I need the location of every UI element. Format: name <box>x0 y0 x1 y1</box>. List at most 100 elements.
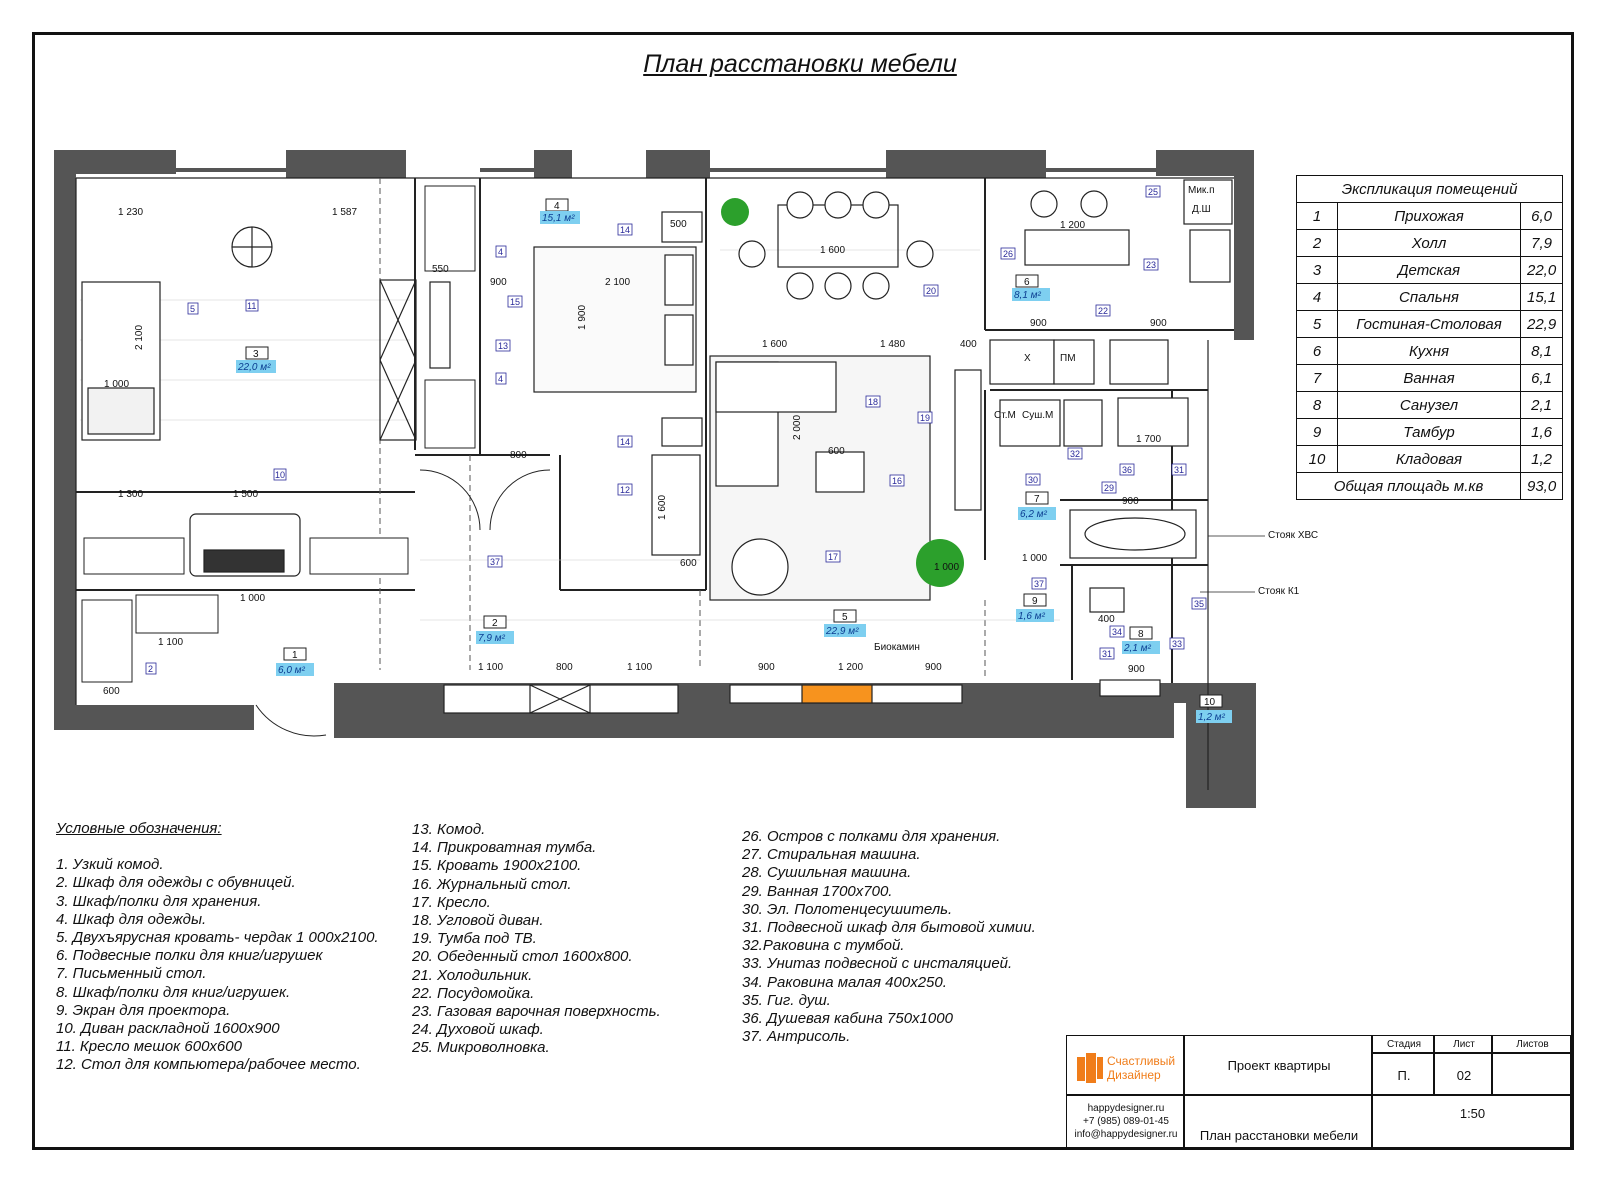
legend-item: 3. Шкаф/полки для хранения. <box>56 892 262 910</box>
brand-cell: Счастливый Дизайнер <box>1066 1035 1184 1095</box>
svg-text:7: 7 <box>1034 494 1040 505</box>
stage-value: П. <box>1397 1068 1411 1083</box>
svg-text:1 600: 1 600 <box>762 339 787 350</box>
svg-text:26: 26 <box>1003 249 1013 259</box>
project-cell: Проект квартиры <box>1184 1035 1372 1095</box>
legend-item: 4. Шкаф для одежды. <box>56 910 207 928</box>
legend-item: 25. Микроволновка. <box>412 1039 550 1057</box>
legend-item: 30. Эл. Полотенцесушитель. <box>742 900 953 918</box>
svg-text:1 300: 1 300 <box>118 489 143 500</box>
svg-text:1 900: 1 900 <box>577 305 588 330</box>
svg-text:18: 18 <box>868 397 878 407</box>
svg-text:6: 6 <box>1024 277 1030 288</box>
svg-text:1 230: 1 230 <box>118 207 143 218</box>
svg-text:2,1 м²: 2,1 м² <box>1123 643 1152 654</box>
svg-text:6,0 м²: 6,0 м² <box>278 665 306 676</box>
svg-text:900: 900 <box>1030 318 1047 329</box>
svg-text:23: 23 <box>1146 260 1156 270</box>
svg-text:22,0 м²: 22,0 м² <box>237 362 271 373</box>
svg-text:1,6 м²: 1,6 м² <box>1018 611 1046 622</box>
svg-text:Д.Ш: Д.Ш <box>1192 204 1211 215</box>
legend-item: 13. Комод. <box>412 821 486 838</box>
brand-name-line2: Дизайнер <box>1107 1068 1161 1082</box>
legend-item: 9. Экран для проектора. <box>56 1001 231 1019</box>
svg-text:32: 32 <box>1070 449 1080 459</box>
contacts-cell: happydesigner.ru +7 (985) 089-01-45 info… <box>1066 1095 1184 1150</box>
svg-text:1 587: 1 587 <box>332 207 357 218</box>
legend-item: 11. Кресло мешок 600х600 <box>56 1038 242 1056</box>
svg-text:13: 13 <box>498 341 508 351</box>
svg-text:1 600: 1 600 <box>820 245 845 256</box>
legend-item: 2. Шкаф для одежды с обувницей. <box>56 874 296 892</box>
svg-text:9: 9 <box>1032 596 1038 607</box>
dimension-labels: 1 230 1 587 2 100 1 000 1 300 1 500 1 00… <box>103 207 1167 697</box>
svg-text:1 000: 1 000 <box>240 593 265 604</box>
svg-text:19: 19 <box>920 413 930 423</box>
svg-text:900: 900 <box>1128 664 1145 675</box>
brand-name-line1: Счастливый <box>1107 1054 1176 1068</box>
svg-text:1 200: 1 200 <box>838 662 863 673</box>
svg-text:600: 600 <box>828 446 845 457</box>
drawing-title: План расстановки мебели <box>643 50 957 78</box>
legend-item: 19. Тумба под ТВ. <box>412 930 537 948</box>
svg-text:1,2 м²: 1,2 м² <box>1198 712 1226 723</box>
svg-text:3: 3 <box>253 349 259 360</box>
brand-logo-icon <box>1077 1053 1103 1083</box>
svg-text:1 500: 1 500 <box>233 489 258 500</box>
svg-text:17: 17 <box>828 552 838 562</box>
legend-item: 20. Обеденный стол 1600х800. <box>412 948 633 966</box>
svg-text:37: 37 <box>490 557 500 567</box>
svg-text:30: 30 <box>1028 475 1038 485</box>
svg-text:2 100: 2 100 <box>605 277 630 288</box>
svg-text:35: 35 <box>1194 599 1204 609</box>
svg-text:36: 36 <box>1122 465 1132 475</box>
svg-text:22,9 м²: 22,9 м² <box>825 626 859 637</box>
legend-item: 14. Прикроватная тумба. <box>412 839 597 857</box>
scale-value: 1:50 <box>1459 1106 1486 1121</box>
drawing-name: План расстановки мебели <box>1199 1128 1359 1143</box>
legend-item: 16. Журнальный стол. <box>412 875 572 893</box>
email-link[interactable]: info@happydesigner.ru <box>1074 1129 1178 1140</box>
svg-text:Суш.М: Суш.М <box>1022 410 1053 421</box>
legend-item: 8. Шкаф/полки для книг/игрушек. <box>56 983 291 1001</box>
svg-text:1 700: 1 700 <box>1136 434 1161 445</box>
svg-text:16: 16 <box>892 476 902 486</box>
svg-text:29: 29 <box>1104 483 1114 493</box>
svg-text:1 100: 1 100 <box>478 662 503 673</box>
svg-text:14: 14 <box>620 437 630 447</box>
svg-text:1 000: 1 000 <box>1022 553 1047 564</box>
svg-text:4: 4 <box>498 247 503 257</box>
svg-text:900: 900 <box>1150 318 1167 329</box>
svg-text:800: 800 <box>556 662 573 673</box>
legend-item: 21. Холодильник. <box>412 966 533 984</box>
svg-text:900: 900 <box>1122 496 1139 507</box>
svg-text:2 000: 2 000 <box>792 415 803 440</box>
sheets-header: Листов <box>1516 1039 1549 1050</box>
room-labels: 3 22,0 м² 4 15,1 м² 5 22,9 м² 6 8,1 м² 7… <box>236 198 1232 723</box>
kitchen-furniture <box>989 179 1233 385</box>
svg-text:ПМ: ПМ <box>1060 353 1076 364</box>
svg-text:400: 400 <box>960 339 977 350</box>
site-link[interactable]: happydesigner.ru <box>1087 1103 1165 1114</box>
svg-text:900: 900 <box>758 662 775 673</box>
legend-item: 22. Посудомойка. <box>412 984 535 1002</box>
legend-item: 12. Стол для компьютера/рабочее место. <box>56 1056 361 1074</box>
legend-item: 28. Сушильная машина. <box>742 864 912 882</box>
svg-text:800: 800 <box>510 450 527 461</box>
project-name: Проект квартиры <box>1227 1058 1331 1073</box>
legend-item: 18. Угловой диван. <box>412 912 544 930</box>
svg-text:22: 22 <box>1098 306 1108 316</box>
svg-text:900: 900 <box>925 662 942 673</box>
svg-text:33: 33 <box>1172 639 1182 649</box>
legend-item: 26. Остров с полками для хранения. <box>742 828 1001 845</box>
legend-item: 1. Узкий комод. <box>56 856 164 874</box>
svg-text:1 600: 1 600 <box>657 495 668 520</box>
